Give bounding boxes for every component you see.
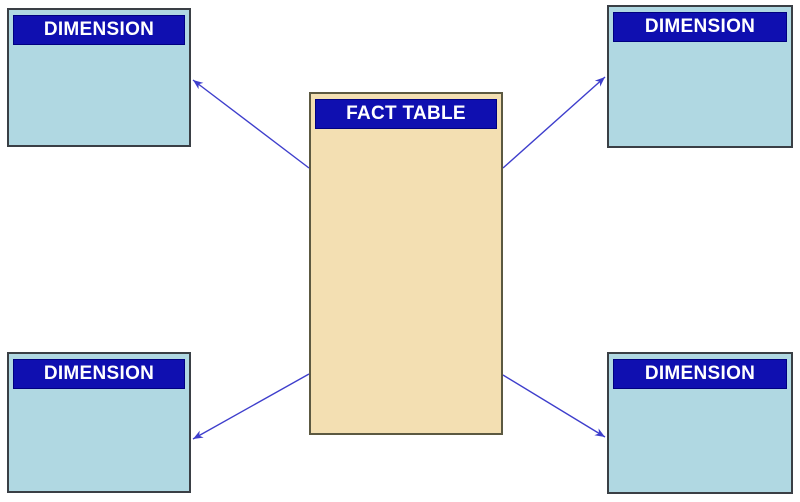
fact-table: FACT TABLE xyxy=(309,92,503,435)
dimension-bottom-right-header: DIMENSION xyxy=(613,359,787,389)
fact-table-header: FACT TABLE xyxy=(315,99,497,129)
dimension-table-top-right: DIMENSION xyxy=(607,5,793,148)
dimension-table-bottom-left: DIMENSION xyxy=(7,352,191,493)
connector-fact-to-dimension-bottom-left xyxy=(192,373,310,440)
connector-fact-to-dimension-top-left xyxy=(192,79,310,169)
dimension-top-right-header: DIMENSION xyxy=(613,12,787,42)
connector-fact-to-dimension-top-right xyxy=(502,76,606,169)
dimension-table-bottom-right: DIMENSION xyxy=(607,352,793,494)
dimension-bottom-left-header: DIMENSION xyxy=(13,359,185,389)
connector-fact-to-dimension-bottom-right xyxy=(502,374,606,438)
dimension-top-left-header: DIMENSION xyxy=(13,15,185,45)
dimension-table-top-left: DIMENSION xyxy=(7,8,191,147)
